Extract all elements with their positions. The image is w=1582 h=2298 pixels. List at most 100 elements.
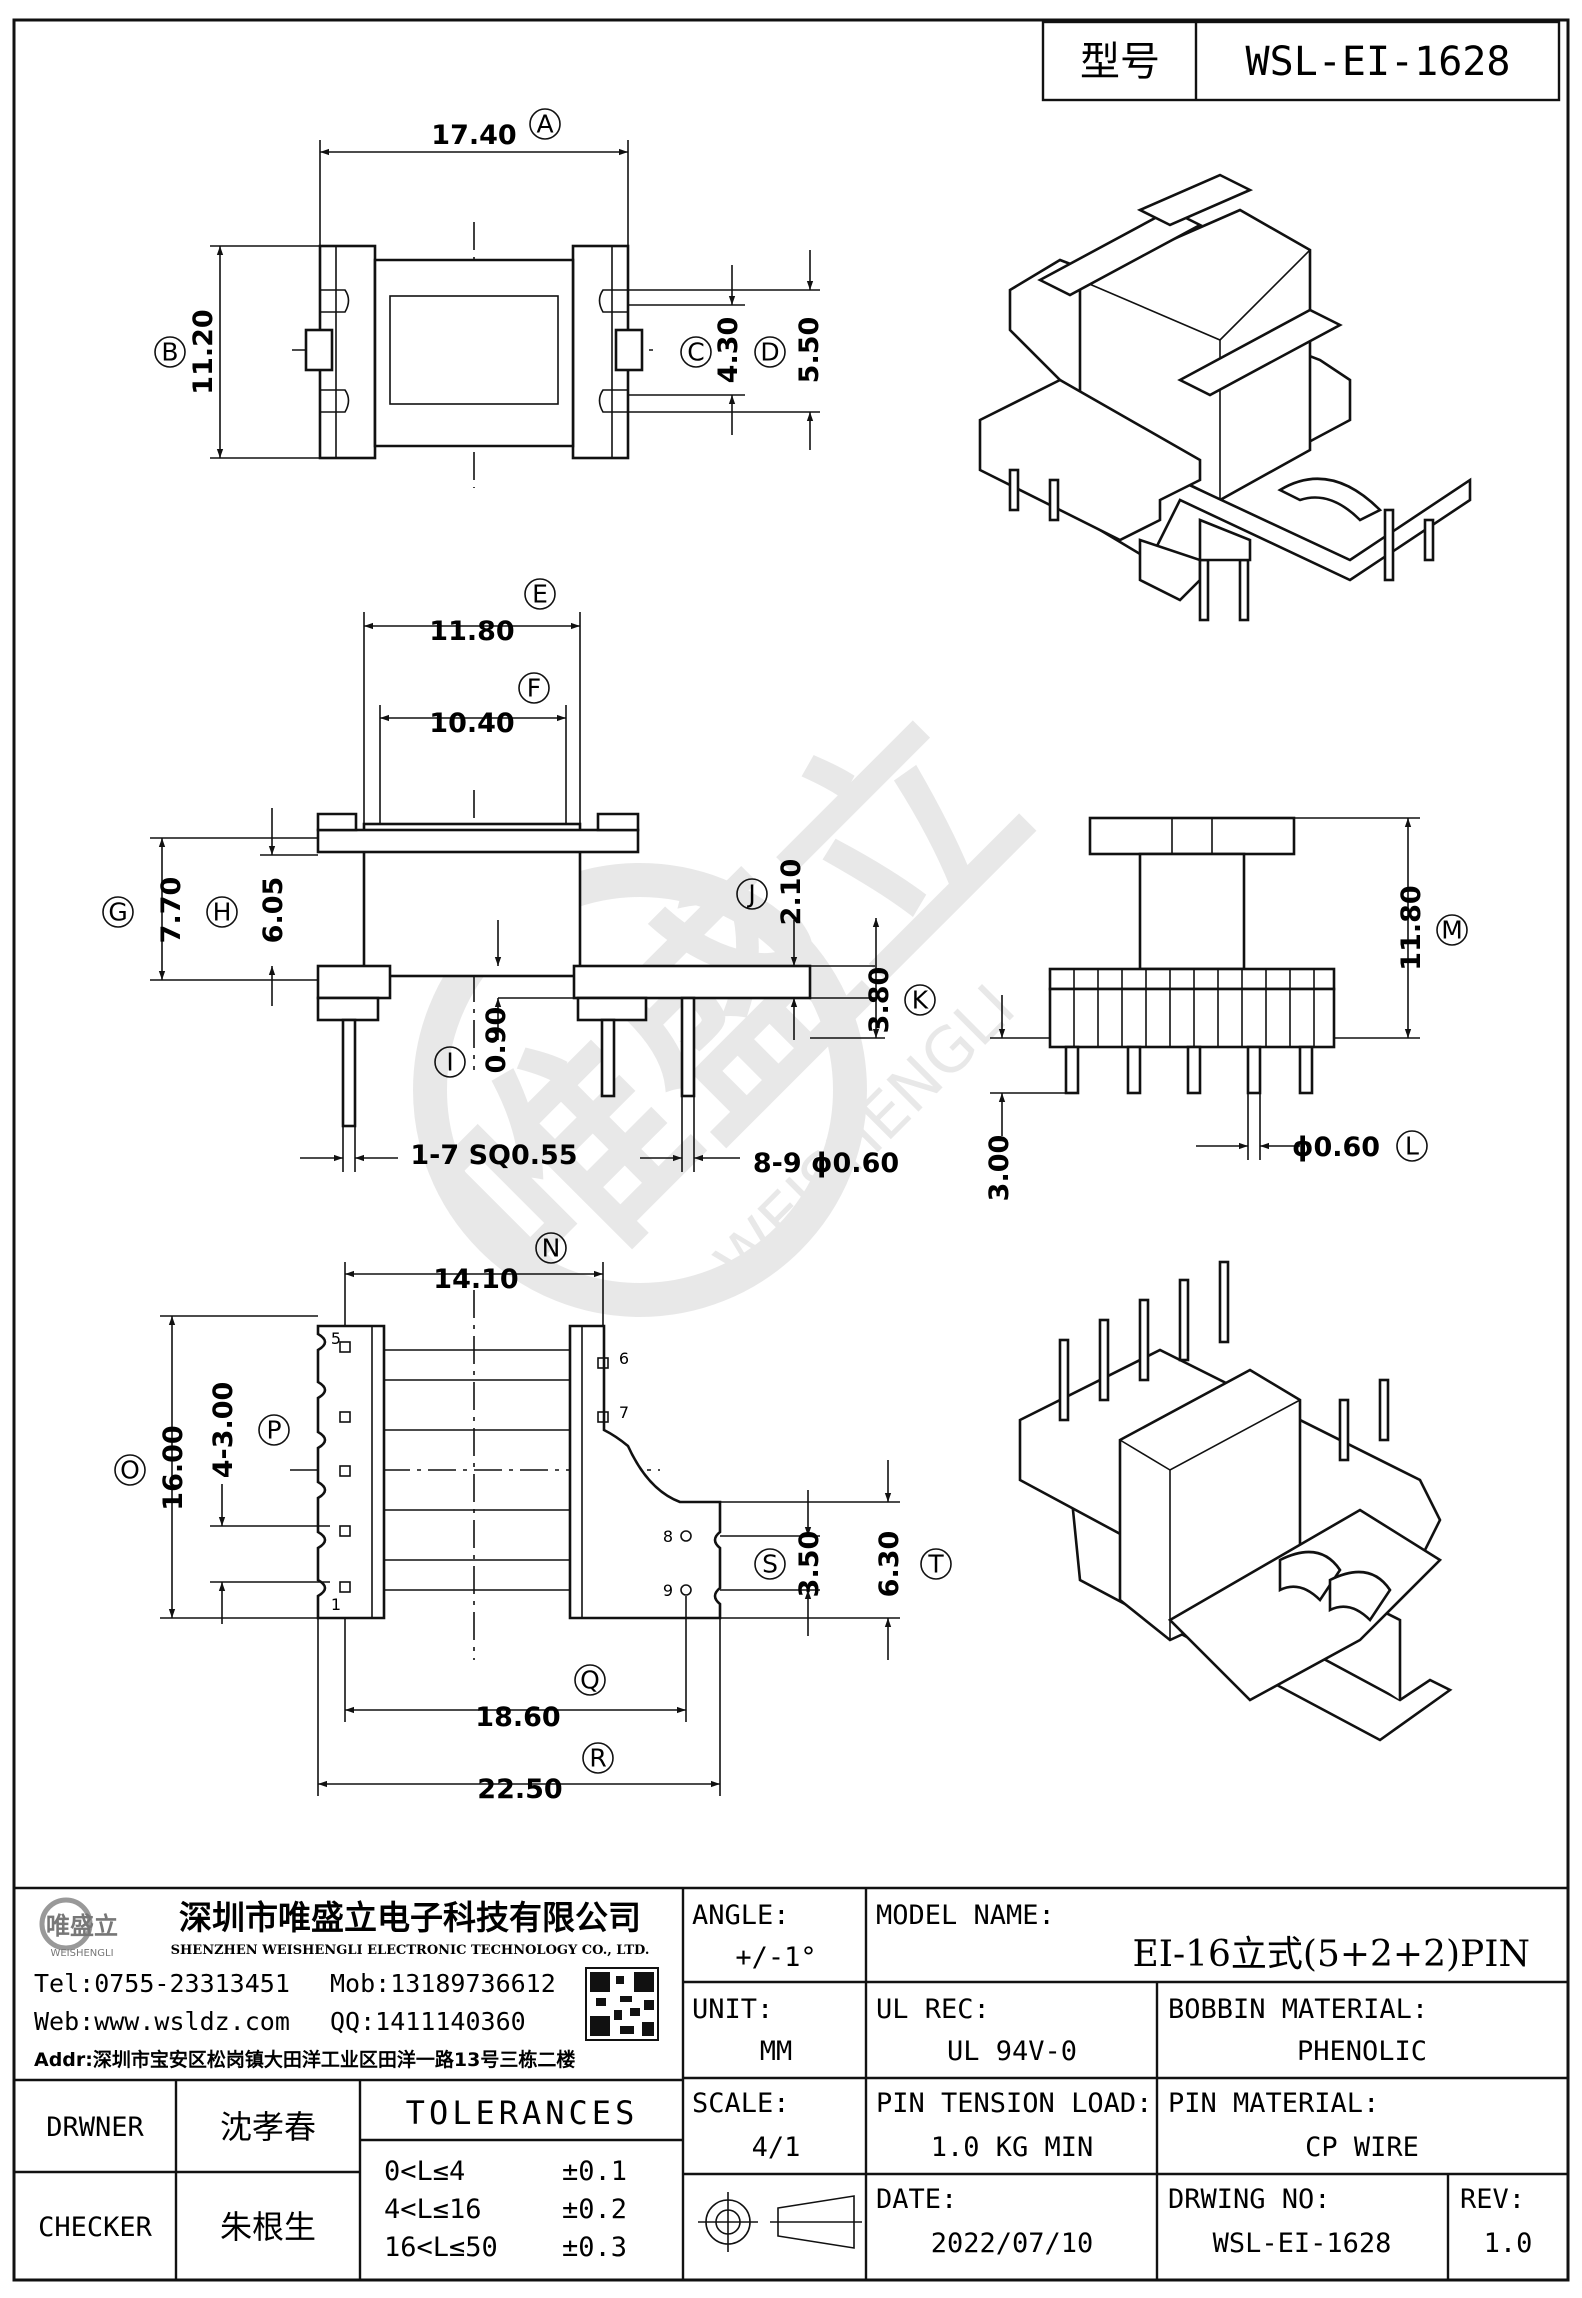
pin-spec-round: 8-9 ϕ0.60 (753, 1148, 899, 1179)
svg-text:4-3.00: 4-3.00 (208, 1382, 239, 1479)
dim-J: 2.10 J (736, 859, 807, 926)
drawer-value: 沈孝春 (220, 2108, 316, 2146)
pin-tension-label: PIN TENSION LOAD: (876, 2088, 1152, 2119)
svg-text:3.50: 3.50 (794, 1531, 825, 1598)
model-header: 型号 WSL-EI-1628 (1041, 20, 1561, 102)
dim-N: 14.10 N (433, 1232, 567, 1295)
bobbin-material-label: BOBBIN MATERIAL: (1168, 1994, 1428, 2025)
svg-text:2.10: 2.10 (776, 859, 807, 926)
pin-spec-square: 1-7 SQ0.55 (410, 1140, 577, 1171)
tol-value-1: ±0.1 (562, 2156, 627, 2187)
svg-text:O: O (120, 1456, 140, 1485)
dim-O: 16.00 O (114, 1425, 189, 1511)
svg-text:K: K (912, 986, 929, 1015)
pin-material-value: CP WIRE (1305, 2132, 1419, 2163)
bottom-view: 1 5 6 7 8 9 (160, 1262, 900, 1796)
svg-text:E: E (532, 580, 548, 609)
svg-text:6.30: 6.30 (874, 1531, 905, 1598)
dim-D: 5.50 D (754, 317, 825, 384)
svg-text:5.50: 5.50 (794, 317, 825, 384)
iso-view-top (978, 173, 1472, 622)
dim-C: 4.30 C (680, 317, 744, 384)
checker-label: CHECKER (38, 2212, 153, 2243)
svg-text:P: P (266, 1416, 281, 1445)
company-tel: Tel:0755-23313451 (34, 1969, 290, 1998)
title-block: 唯盛立 WEISHENGLI 深圳市唯盛立电子科技有限公司 SHENZHEN W… (14, 1886, 1568, 2280)
svg-text:T: T (927, 1550, 944, 1579)
svg-text:11.80: 11.80 (1396, 885, 1427, 970)
svg-text:3.80: 3.80 (864, 967, 895, 1034)
tolerances-title: TOLERANCES (406, 2094, 639, 2132)
company-name-cn: 深圳市唯盛立电子科技有限公司 (179, 1898, 641, 1937)
dim-Q: 18.60 Q (475, 1664, 606, 1733)
drawer-label: DRWNER (46, 2112, 144, 2143)
dim-G: 7.70 G (102, 877, 187, 944)
svg-text:4.30: 4.30 (713, 317, 744, 384)
svg-text:11.80: 11.80 (429, 616, 514, 647)
model-header-label: 型号 (1080, 39, 1160, 85)
logo-text: 唯盛立 (46, 1912, 118, 1940)
svg-text:17.40: 17.40 (431, 120, 516, 151)
dim-T: 6.30 T (874, 1531, 952, 1598)
svg-text:I: I (446, 1048, 453, 1077)
dim-F: 10.40 F (429, 672, 550, 739)
unit-label: UNIT: (692, 1994, 773, 2025)
projection-symbol (698, 2192, 862, 2252)
pin-material-label: PIN MATERIAL: (1168, 2088, 1379, 2119)
dim-R: 22.50 R (477, 1742, 614, 1805)
svg-text:0.90: 0.90 (481, 1007, 512, 1074)
front-view (150, 612, 885, 1172)
dim-I: 0.90 I (434, 1007, 512, 1078)
dim-B: 11.20 B (154, 309, 219, 395)
svg-text:ϕ0.60: ϕ0.60 (1292, 1132, 1380, 1163)
svg-text:6.05: 6.05 (258, 877, 289, 944)
svg-text:16.00: 16.00 (158, 1425, 189, 1510)
pin-number-5: 5 (331, 1329, 341, 1348)
tol-range-2: 4<L≤16 (384, 2194, 482, 2225)
svg-text:Q: Q (580, 1666, 600, 1695)
svg-text:A: A (536, 110, 553, 139)
drawing-no-label: DRWING NO: (1168, 2184, 1331, 2215)
scale-value: 4/1 (752, 2132, 801, 2163)
iso-view-bottom (1018, 1260, 1453, 1742)
svg-text:14.10: 14.10 (433, 1264, 518, 1295)
company-name-en: SHENZHEN WEISHENGLI ELECTRONIC TECHNOLOG… (171, 1943, 650, 1958)
company-logo: 唯盛立 WEISHENGLI (39, 1897, 118, 1959)
rev-value: 1.0 (1484, 2228, 1533, 2259)
tol-range-1: 0<L≤4 (384, 2156, 465, 2187)
dim-K: 3.80 K (864, 967, 936, 1034)
pin-number-1: 1 (331, 1595, 341, 1614)
top-view (210, 140, 820, 488)
tol-range-3: 16<L≤50 (384, 2232, 498, 2263)
tol-value-2: ±0.2 (562, 2194, 627, 2225)
svg-text:C: C (687, 338, 704, 367)
svg-text:7.70: 7.70 (156, 877, 187, 944)
outer-frame (12, 18, 1570, 2282)
svg-text:11.20: 11.20 (188, 309, 219, 394)
logo-sub: WEISHENGLI (50, 1948, 113, 1959)
svg-text:B: B (161, 338, 178, 367)
drawing-no-value: WSL-EI-1628 (1213, 2228, 1392, 2259)
model-name-label: MODEL NAME: (876, 1900, 1055, 1931)
svg-text:M: M (1441, 916, 1463, 945)
pin-length: 3.00 (984, 1135, 1015, 1202)
pin-number-7: 7 (619, 1403, 629, 1422)
rev-label: REV: (1460, 2184, 1525, 2215)
svg-text:10.40: 10.40 (429, 708, 514, 739)
date-value: 2022/07/10 (931, 2228, 1094, 2259)
unit-value: MM (760, 2036, 793, 2067)
dimension-labels: 17.40 A 11.20 B 4.30 C 5.50 D 11.80 E 10… (102, 108, 1468, 1805)
model-header-value: WSL-EI-1628 (1246, 39, 1511, 85)
dim-M: 11.80 M (1396, 885, 1468, 971)
ul-label: UL REC: (876, 1994, 990, 2025)
svg-text:G: G (108, 898, 127, 927)
side-view (990, 816, 1420, 1160)
svg-text:S: S (762, 1550, 778, 1579)
pin-number-8: 8 (663, 1527, 673, 1546)
dim-L: ϕ0.60 L (1292, 1130, 1428, 1163)
qr-code (585, 1967, 659, 2041)
company-mob: Mob:13189736612 (330, 1969, 556, 1998)
svg-text:N: N (542, 1234, 561, 1263)
svg-text:H: H (213, 898, 232, 927)
